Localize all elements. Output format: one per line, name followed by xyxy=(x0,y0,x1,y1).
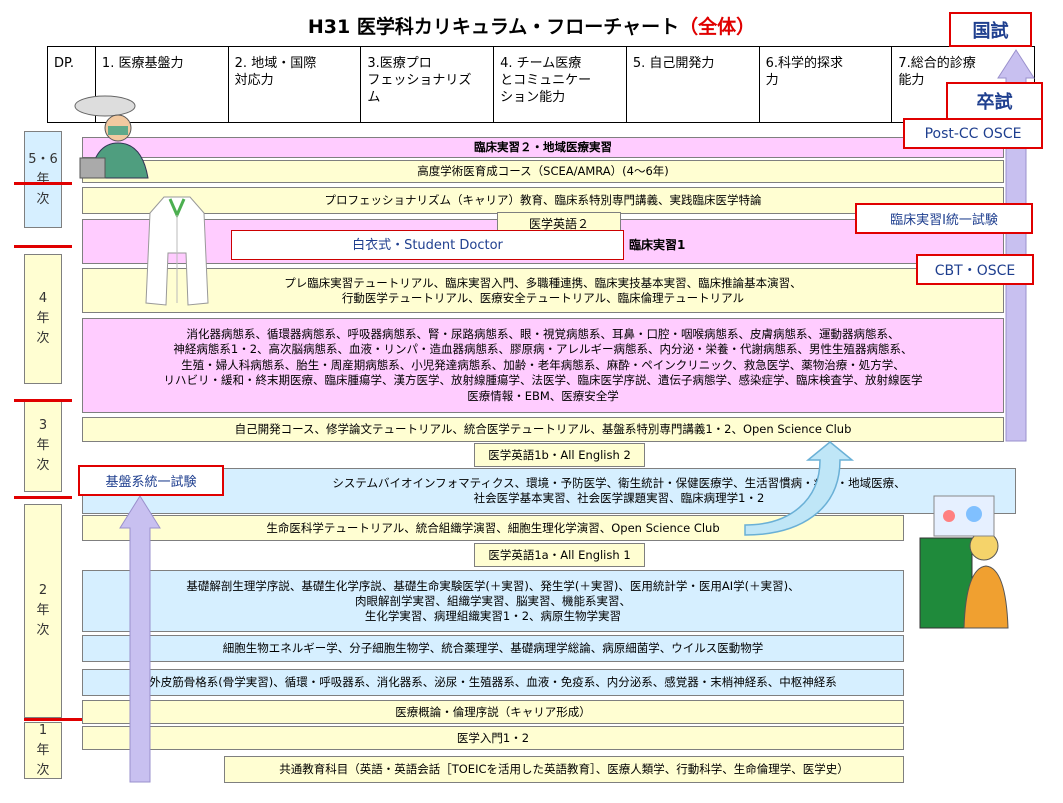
row-intro-medicine: 医学入門1・2 xyxy=(82,726,904,750)
dp-cell-2: 2. 地域・国際 対応力 xyxy=(229,47,362,122)
title-main: H31 医学科カリキュラム・フローチャート xyxy=(307,16,680,38)
row-general-education: 共通教育科目（英語・英語会話［TOEICを活用した英語教育］、医療人類学、行動科… xyxy=(224,756,904,783)
dp-cell-7: 7.総合的診療 能力 xyxy=(898,56,976,88)
dp-cell-1: 1. 医療基盤力 xyxy=(96,47,229,122)
dp-cell-0: DP. xyxy=(48,47,96,122)
row-social-medicine: システムバイオインフォマティクス、環境・予防医学、衛生統計・保健医療学、生活習慣… xyxy=(82,468,1016,514)
dp-cell-6: 6.科学的探求 力 xyxy=(760,47,893,122)
year-divider xyxy=(14,399,72,402)
exam-clinical-1: 臨床実習Ⅰ統一試験 xyxy=(855,203,1033,234)
exam-post-cc-osce: Post-CC OSCE xyxy=(903,118,1043,149)
dp-cell-4: 4. チーム医療 とコミュニケー ション能力 xyxy=(494,47,627,122)
row-advanced-course: 高度学術医育成コース（SCEA/AMRA）(4～6年) xyxy=(82,160,1004,183)
dp-cell-3: 3.医療プロ フェッショナリズ ム xyxy=(361,47,495,122)
exam-national: 国試 xyxy=(949,12,1032,47)
box-medical-english-1b: 医学英語1b・All English 2 xyxy=(474,443,645,467)
row-basic-anatomy: 基礎解剖生理学序説、基礎生化学序説、基礎生命実験医学(＋実習)、発生学(＋実習)… xyxy=(82,570,904,632)
row-pre-clinical: プレ臨床実習テュートリアル、臨床実習入門、多職種連携、臨床実技基本実習、臨床推論… xyxy=(82,268,1004,313)
title-sub: （全体） xyxy=(679,16,756,38)
year-label-1: 1 年 次 xyxy=(24,722,62,779)
exam-basic: 基盤系統一試験 xyxy=(78,465,224,496)
exam-graduation: 卒試 xyxy=(946,82,1043,120)
label-clinical-practice-1: 臨床実習1 xyxy=(629,238,686,252)
year-divider xyxy=(14,182,72,185)
row-organ-systems: 外皮筋骨格系(骨学実習)、循環・呼吸器系、消化器系、泌尿・生殖器系、血液・免疫系… xyxy=(82,669,904,696)
row-clinical-practice-2: 臨床実習２・地域医療実習 xyxy=(82,137,1004,158)
row-medical-ethics: 医療概論・倫理序説（キャリア形成） xyxy=(82,700,904,724)
row-self-development: 自己開発コース、修学論文テュートリアル、統合医学テュートリアル、基盤系特別専門講… xyxy=(82,417,1004,442)
row-cell-biology: 細胞生物エネルギー学、分子細胞生物学、統合薬理学、基礎病理学総論、病原細菌学、ウ… xyxy=(82,635,904,662)
year-divider xyxy=(24,718,82,721)
dp-cell-5: 5. 自己開発力 xyxy=(627,47,760,122)
basic-arrow-up-icon xyxy=(119,495,161,783)
year-label-3: 3 年 次 xyxy=(24,400,62,492)
year-divider xyxy=(14,496,72,499)
row-pathophysiology: 消化器病態系、循環器病態系、呼吸器病態系、腎・尿路病態系、眼・視覚病態系、耳鼻・… xyxy=(82,318,1004,413)
box-medical-english-1a: 医学英語1a・All English 1 xyxy=(474,543,645,567)
surgeon-illustration-icon xyxy=(74,95,149,179)
year-label-2: 2 年 次 xyxy=(24,504,62,718)
exam-cbt-osce: CBT・OSCE xyxy=(916,254,1034,285)
year-label-5-6: 5・6 年 次 xyxy=(24,131,62,228)
teacher-illustration-icon xyxy=(919,495,1009,629)
curved-arrow-icon xyxy=(744,441,855,536)
dp-table: DP. 1. 医療基盤力 2. 地域・国際 対応力 3.医療プロ フェッショナリ… xyxy=(47,46,1035,123)
page-title: H31 医学科カリキュラム・フローチャート（全体） xyxy=(0,12,1063,39)
year-divider xyxy=(14,245,72,248)
box-white-coat-ceremony: 白衣式・Student Doctor xyxy=(231,230,624,260)
white-coat-icon xyxy=(145,196,209,306)
year-label-4: 4 年 次 xyxy=(24,254,62,384)
